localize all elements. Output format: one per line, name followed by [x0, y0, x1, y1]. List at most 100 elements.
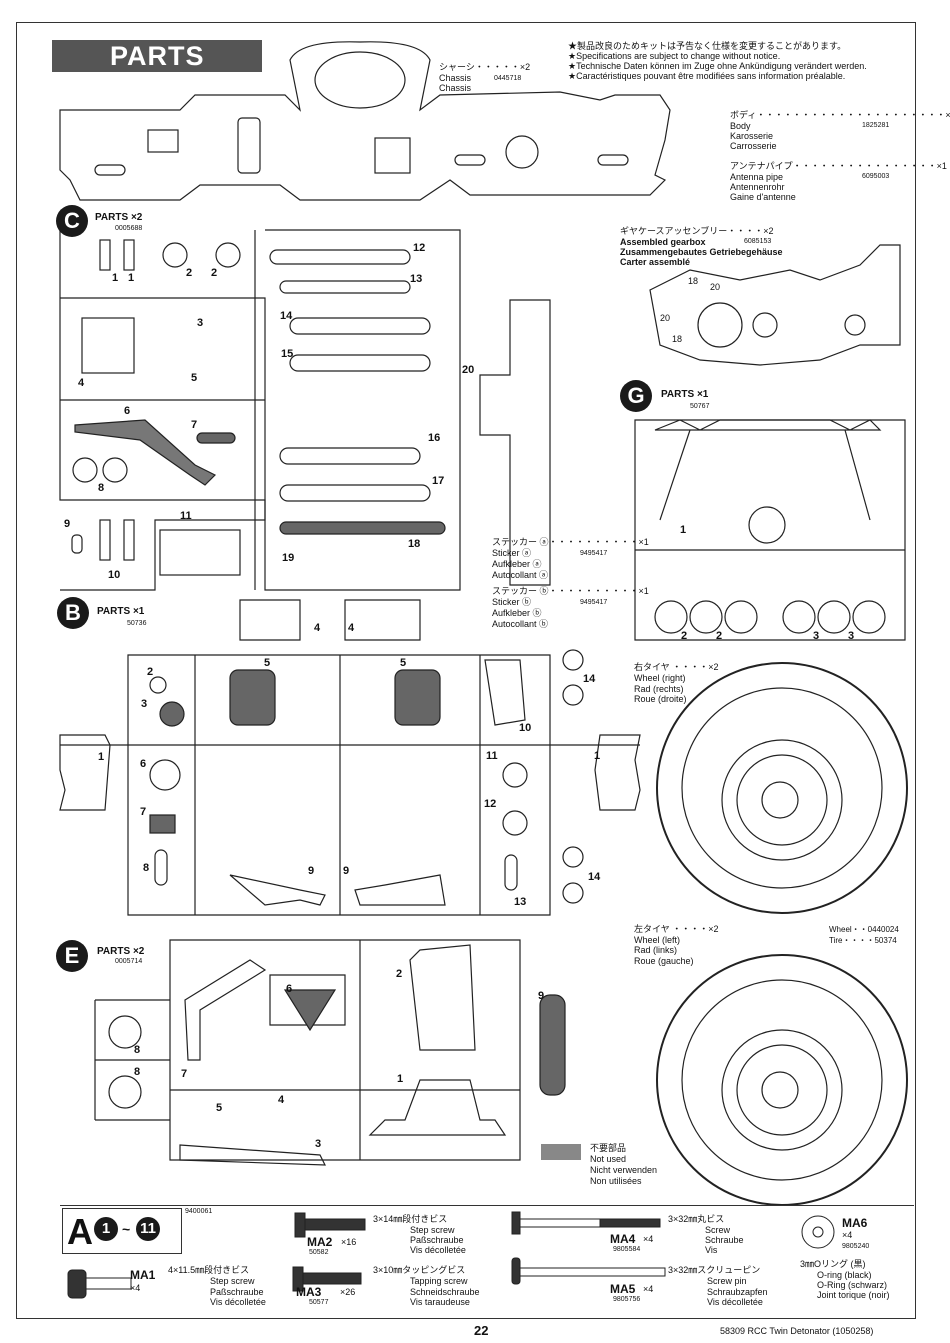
b-label: 5	[264, 657, 271, 669]
ma5-qty: ×4	[643, 1284, 654, 1294]
chassis-de: Chassis	[439, 83, 472, 93]
body-de: Karosserie	[730, 131, 774, 141]
c-label: 4	[78, 377, 85, 389]
wheel-left-drawing	[656, 954, 908, 1206]
parts-e-code: 0005714	[115, 958, 143, 965]
e-label: 1	[397, 1073, 404, 1085]
part-c11	[159, 529, 241, 576]
sticker-a-fr: Autocollant ⓐ	[492, 570, 549, 580]
ma4-qty: ×4	[643, 1234, 654, 1244]
part-b9-right	[354, 874, 446, 906]
chassis-hole-mid	[374, 137, 411, 174]
c-label: 12	[413, 242, 426, 254]
ma4-de: Schraube	[705, 1235, 744, 1245]
b-label: 8	[143, 862, 150, 874]
antenna-jp: アンテナパイプ・・・・・・・・・・・・・・・・×1	[730, 161, 947, 171]
sprue-g-frame	[634, 419, 906, 641]
ma4-en: Screw	[705, 1225, 731, 1235]
b-label: 9	[308, 865, 315, 877]
b-label: 4	[314, 622, 321, 634]
chassis-code: 0445718	[494, 75, 522, 82]
c-label: 2	[186, 267, 193, 279]
bag-a-code: 9400061	[185, 1208, 213, 1215]
chassis-oval	[314, 51, 406, 109]
c-label: 13	[410, 273, 423, 285]
page-number: 22	[474, 1323, 489, 1338]
ma2-id: MA2	[307, 1235, 333, 1249]
e-label: 8	[134, 1066, 141, 1078]
antenna-fr: Gaine d'antenne	[730, 192, 796, 202]
ma3-fr: Vis taraudeuse	[410, 1297, 470, 1307]
wheel-left-jp: 左タイヤ ・・・・×2	[634, 924, 719, 934]
ma1-fr: Vis décolletée	[210, 1297, 266, 1307]
c-label: 16	[428, 432, 441, 444]
c-label: 20	[462, 364, 475, 376]
c-label: 5	[191, 372, 198, 384]
notice-en: ★Specifications are subject to change wi…	[568, 51, 781, 61]
page-frame	[16, 22, 916, 1319]
sticker-b-fr: Autocollant ⓑ	[492, 619, 549, 629]
sprue-c-frame	[59, 230, 266, 591]
wheel-code: Wheel・・0440024	[829, 925, 899, 934]
part-e9	[539, 994, 566, 1096]
ma5-jp: 3×32㎜スクリューピン	[668, 1265, 761, 1275]
badge-parts-g: G	[620, 380, 652, 412]
part-e6	[283, 989, 337, 1032]
b-label: 14	[583, 673, 596, 685]
g-label: 3	[813, 630, 820, 642]
step-to: 11	[136, 1217, 160, 1241]
bag-a-letter: A	[67, 1211, 93, 1252]
ma2-en: Step screw	[410, 1225, 455, 1235]
part-b1-left	[59, 734, 111, 811]
not-used-swatch	[541, 1144, 581, 1160]
ma6-qty: ×4	[842, 1230, 853, 1240]
ma6-jp: 3㎜Oリング (黒)	[800, 1259, 866, 1269]
gearbox-label: 20	[710, 282, 721, 292]
ma6-code: 9805240	[842, 1243, 870, 1250]
gearbox-jp: ギヤケースアッセンブリー・・・・×2	[620, 226, 774, 236]
ma2-de: Paßschraube	[410, 1235, 464, 1245]
badge-parts-c: C	[56, 205, 88, 237]
part-b9-left	[229, 874, 326, 906]
e-label: 9	[538, 990, 545, 1002]
ma3-jp: 3×10㎜タッピングビス	[373, 1265, 466, 1275]
gearbox-label: 20	[660, 313, 671, 323]
e-label: 8	[134, 1044, 141, 1056]
c-label: 8	[98, 482, 105, 494]
part-c20	[479, 299, 551, 586]
parts-c-title: PARTS ×2	[95, 212, 143, 223]
ma3-id: MA3	[296, 1285, 322, 1299]
gearbox-label: 18	[672, 334, 683, 344]
part-b1-right	[594, 734, 641, 811]
gearbox-label: 18	[688, 276, 699, 286]
part-c4	[81, 317, 135, 374]
body-jp: ボディ・・・・・・・・・・・・・・・・・・・・・×1	[730, 110, 950, 120]
ma4-jp: 3×32㎜丸ビス	[668, 1214, 725, 1224]
c-label: 10	[108, 569, 121, 581]
wheel-right-jp: 右タイヤ ・・・・×2	[634, 662, 719, 672]
b-label: 6	[140, 758, 147, 770]
gearbox-en: Assembled gearbox	[620, 237, 706, 247]
part-b5-left	[229, 669, 276, 726]
wheel-right-de: Rad (rechts)	[634, 684, 684, 694]
parts-e-title: PARTS ×2	[97, 946, 145, 957]
sticker-b-code: 9495417	[580, 599, 608, 606]
chassis-hole-right	[505, 135, 539, 169]
c-label: 18	[408, 538, 421, 550]
ma3-en: Tapping screw	[410, 1276, 468, 1286]
sticker-b-en: Sticker ⓑ	[492, 597, 532, 607]
b-label: 13	[514, 896, 527, 908]
ma6-en: O-ring (black)	[817, 1270, 872, 1280]
sticker-a-jp: ステッカー ⓐ・・・・・・・・・・×1	[492, 537, 649, 547]
ma3-qty: ×26	[340, 1287, 356, 1297]
b-label: 3	[141, 698, 148, 710]
b-label: 10	[519, 722, 532, 734]
g-label: 3	[848, 630, 855, 642]
body-fr: Carrosserie	[730, 141, 777, 151]
wheel-right-fr: Roue (droite)	[634, 694, 687, 704]
b-label: 1	[98, 751, 105, 763]
e-label: 3	[315, 1138, 322, 1150]
c-label: 1	[128, 272, 135, 284]
ma1-id: MA1	[130, 1268, 156, 1282]
